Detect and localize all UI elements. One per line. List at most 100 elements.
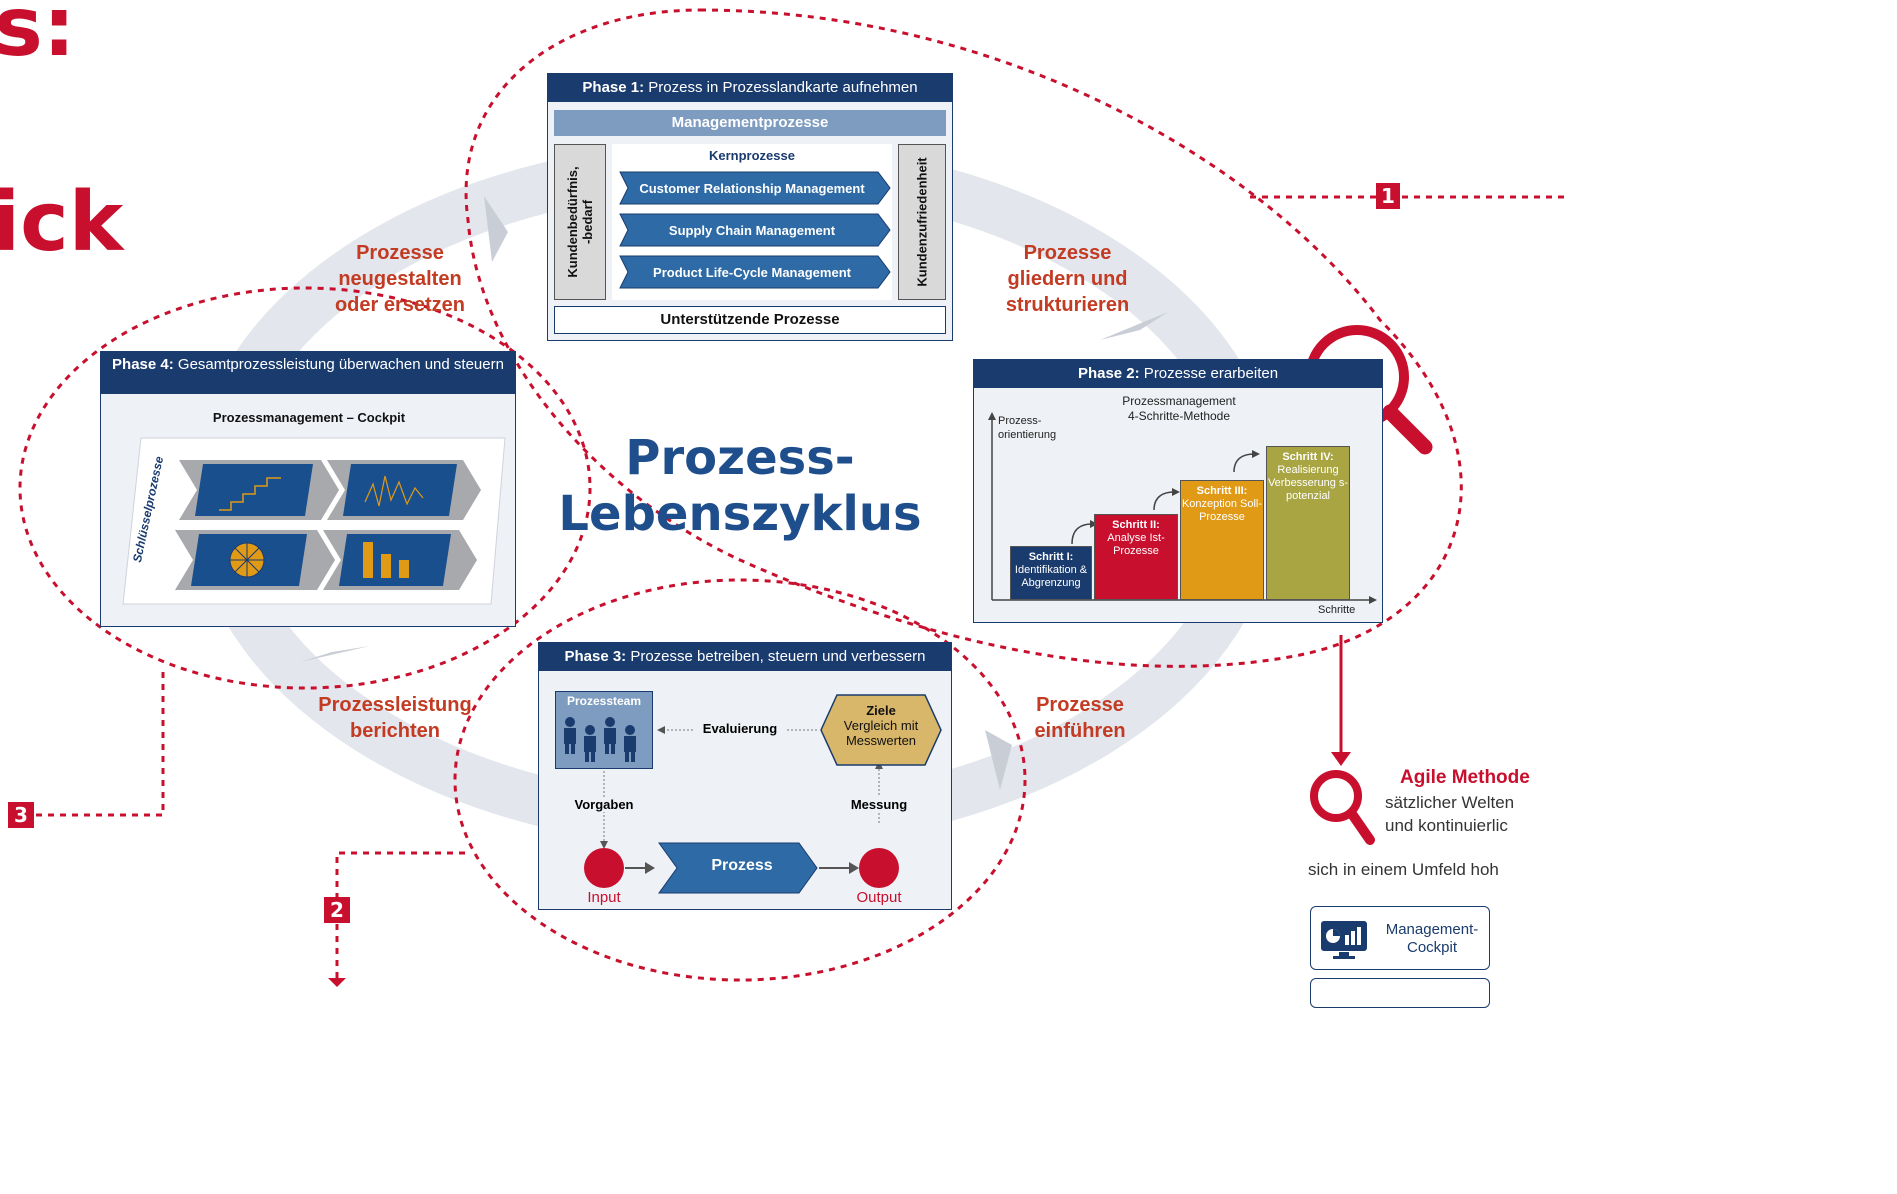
phase4-header: Phase 4: Gesamtprozessleistung überwache… — [101, 352, 515, 394]
phase2-title-rest: Prozesse erarbeiten — [1139, 365, 1279, 382]
y-axis-line2: orientierung — [998, 429, 1057, 441]
label-line: Prozesse — [356, 242, 444, 264]
goals-hexagon: Ziele Vergleich mit Messwerten — [831, 703, 931, 748]
step-2-text: Analyse Ist-Prozesse — [1107, 532, 1165, 557]
process-team-label: Prozessteam — [566, 694, 642, 708]
cycle-arrow-3 — [985, 730, 1012, 790]
phase3-title-bold: Phase 3: — [564, 648, 627, 665]
core-chevrons — [619, 171, 891, 289]
support-processes-bar: Unterstützende Prozesse — [554, 306, 946, 334]
center-title-line2: Lebenszyklus — [558, 486, 922, 542]
center-title-line1: Prozess- — [625, 430, 855, 486]
step-4-title: Schritt IV: — [1282, 451, 1334, 463]
phase1-title-rest: Prozess in Prozesslandkarte aufnehmen — [644, 79, 918, 96]
customer-satisfaction-box: Kundenzufriedenheit — [898, 144, 946, 300]
management-cockpit-label: Management- Cockpit — [1385, 921, 1479, 956]
cockpit-graphic — [122, 437, 506, 605]
step-4: Schritt IV:Realisierung Verbesserung s-p… — [1266, 446, 1350, 600]
phase3-title-rest: Prozesse betreiben, steuern und verbesse… — [626, 648, 926, 665]
label-line: gliedern und — [1007, 268, 1128, 290]
step-2: Schritt II:Analyse Ist-Prozesse — [1094, 514, 1178, 600]
management-processes-bar: Managementprozesse — [554, 110, 946, 136]
phase3-header: Phase 3: Prozesse betreiben, steuern und… — [539, 643, 951, 671]
phase3-flow — [584, 694, 942, 894]
x-axis-label: Schritte — [1318, 604, 1356, 616]
label-line: einführen — [1034, 720, 1126, 742]
dashed-ellipse-phase1-2 — [464, 8, 1463, 668]
cycle-arrow-1 — [484, 196, 508, 262]
y-axis-line1: Prozess- — [998, 415, 1042, 427]
label-line: neugestalten — [338, 268, 462, 290]
goals-text: Vergleich mit Messwerten — [843, 718, 919, 748]
phase2-subtitle-line1: Prozessmanagement — [1122, 394, 1236, 408]
cycle-label-gliedern: Prozesse gliedern und strukturieren — [985, 240, 1150, 318]
sidebar-line3: sich in einem Umfeld hoh — [1308, 860, 1499, 879]
phase2-header: Phase 2: Prozesse erarbeiten — [974, 360, 1382, 388]
label-line: oder ersetzen — [334, 294, 466, 316]
label-line: strukturieren — [1005, 294, 1130, 316]
phase2-subtitle: Prozessmanagement 4-Schritte-Methode — [1074, 394, 1284, 424]
dashed-ellipse-phase4 — [18, 286, 592, 690]
dashboard-monitor-icon — [1321, 921, 1367, 959]
step-1: Schritt I:Identifikation & Abgrenzung — [1010, 546, 1092, 600]
cockpit-title: Prozessmanagement – Cockpit — [212, 410, 406, 425]
label-line: Prozesse — [1036, 694, 1124, 716]
phase3-panel: Phase 3: Prozesse betreiben, steuern und… — [538, 642, 952, 910]
output-label: Output — [856, 889, 902, 906]
step-2-title: Schritt II: — [1112, 519, 1160, 531]
connector-2-arrowhead — [328, 978, 346, 987]
management-cockpit-button[interactable]: Management- Cockpit — [1310, 906, 1490, 970]
y-axis-label: Prozess- orientierung — [998, 414, 1056, 442]
sidebar-magnifier-icon — [1310, 770, 1375, 845]
phase4-title-bold: Phase 4: — [112, 356, 174, 373]
phase2-axes — [988, 412, 1377, 604]
core-processes-label: Kernprozesse — [709, 148, 795, 163]
center-title: Prozess- Lebenszyklus — [540, 430, 940, 542]
chevron-crm: Customer Relationship Management — [639, 180, 865, 196]
evaluation-label: Evaluierung — [694, 721, 786, 736]
phase2-panel: Phase 2: Prozesse erarbeiten Prozessmana… — [973, 359, 1383, 623]
chevron-plm: Product Life-Cycle Management — [653, 264, 851, 280]
label-line: berichten — [349, 720, 441, 742]
messung-label: Messung — [839, 797, 919, 812]
step-3: Schritt III:Konzeption Soll-Prozesse — [1180, 480, 1264, 600]
step-4-text: Realisierung Verbesserung s-potenzial — [1267, 464, 1349, 502]
chevron-scm: Supply Chain Management — [668, 222, 836, 238]
marker-2: 2 — [324, 897, 350, 923]
marker-1: 1 — [1376, 183, 1400, 209]
step-1-text: Identifikation & Abgrenzung — [1014, 564, 1088, 589]
sidebar-line2: und kontinuierlic — [1385, 816, 1508, 835]
sidebar-connector-arrowhead — [1331, 752, 1351, 766]
phase4-title-rest: Gesamtprozessleistung überwachen und ste… — [173, 356, 504, 373]
process-team-box: Prozessteam — [555, 691, 653, 769]
connector-3 — [35, 672, 165, 817]
phase2-title-bold: Phase 2: — [1077, 365, 1140, 382]
customer-need-box: Kundenbedürfnis, -bedarf — [554, 144, 606, 300]
step-1-title: Schritt I: — [1028, 551, 1074, 563]
cycle-arrow-2 — [1100, 312, 1168, 340]
customer-need-label: Kundenbedürfnis, -bedarf — [565, 166, 595, 278]
phase1-header: Phase 1: Prozess in Prozesslandkarte auf… — [548, 74, 952, 102]
label-line: Prozessleistung — [318, 694, 472, 716]
heading-fragment-mid: ick — [0, 175, 124, 270]
cycle-label-einfuehren: Prozesse einführen — [1015, 692, 1145, 744]
input-label: Input — [587, 889, 621, 906]
phase1-title-bold: Phase 1: — [582, 79, 645, 96]
cycle-label-neugestalten: Prozesse neugestalten oder ersetzen — [315, 240, 485, 318]
process-chevron-label: Prozess — [711, 857, 773, 874]
phase4-panel: Phase 4: Gesamtprozessleistung überwache… — [100, 351, 516, 627]
sidebar-heading: Agile Methode — [1400, 767, 1530, 788]
customer-satisfaction-label: Kundenzufriedenheit — [914, 157, 930, 287]
cycle-label-berichten: Prozessleistung berichten — [300, 692, 490, 744]
team-people-icon — [564, 717, 636, 762]
phase2-subtitle-line2: 4-Schritte-Methode — [1127, 409, 1231, 423]
second-tool-button[interactable] — [1310, 978, 1490, 1008]
goals-title: Ziele — [866, 703, 896, 718]
connector-2-top — [335, 851, 465, 898]
sidebar-line1: sätzlicher Welten — [1385, 793, 1515, 812]
step-3-text: Konzeption Soll-Prozesse — [1181, 498, 1263, 523]
step-3-title: Schritt III: — [1196, 485, 1248, 497]
vorgaben-label: Vorgaben — [561, 797, 647, 812]
dashed-ellipse-phase3 — [453, 578, 1027, 982]
cycle-arrow-4 — [300, 646, 370, 662]
